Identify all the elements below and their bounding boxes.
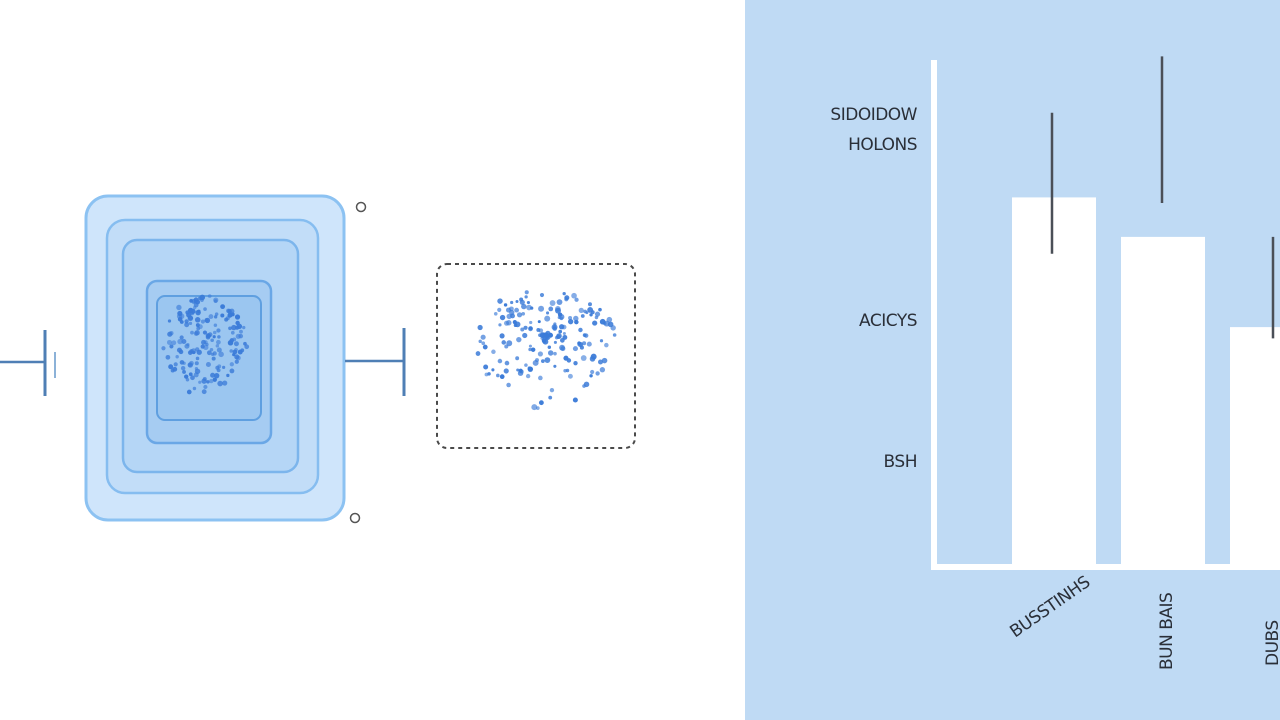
left-illustration: [0, 194, 636, 524]
middle-connector-icon: [345, 328, 406, 396]
top-handle-icon: [355, 201, 367, 213]
bar-3: [1230, 327, 1280, 564]
nested-frame-icon: [84, 194, 367, 524]
y-tick-label: ACICYS: [859, 311, 917, 331]
y-tick-label: HOLONS: [848, 135, 917, 155]
bottom-handle-icon: [349, 512, 361, 524]
y-tick-label: SIDOIDOW: [830, 105, 917, 125]
inner-dot-pattern: [161, 294, 250, 395]
dot-cluster-icon: [436, 263, 636, 449]
left-connector-icon: [0, 330, 56, 396]
bar-2: [1121, 236, 1205, 564]
x-tick-label: DUBS: [1263, 620, 1280, 666]
x-tick-label: BUN BAIS: [1157, 593, 1177, 670]
bar-1: [1012, 197, 1096, 564]
y-tick-label: BSH: [884, 452, 917, 472]
